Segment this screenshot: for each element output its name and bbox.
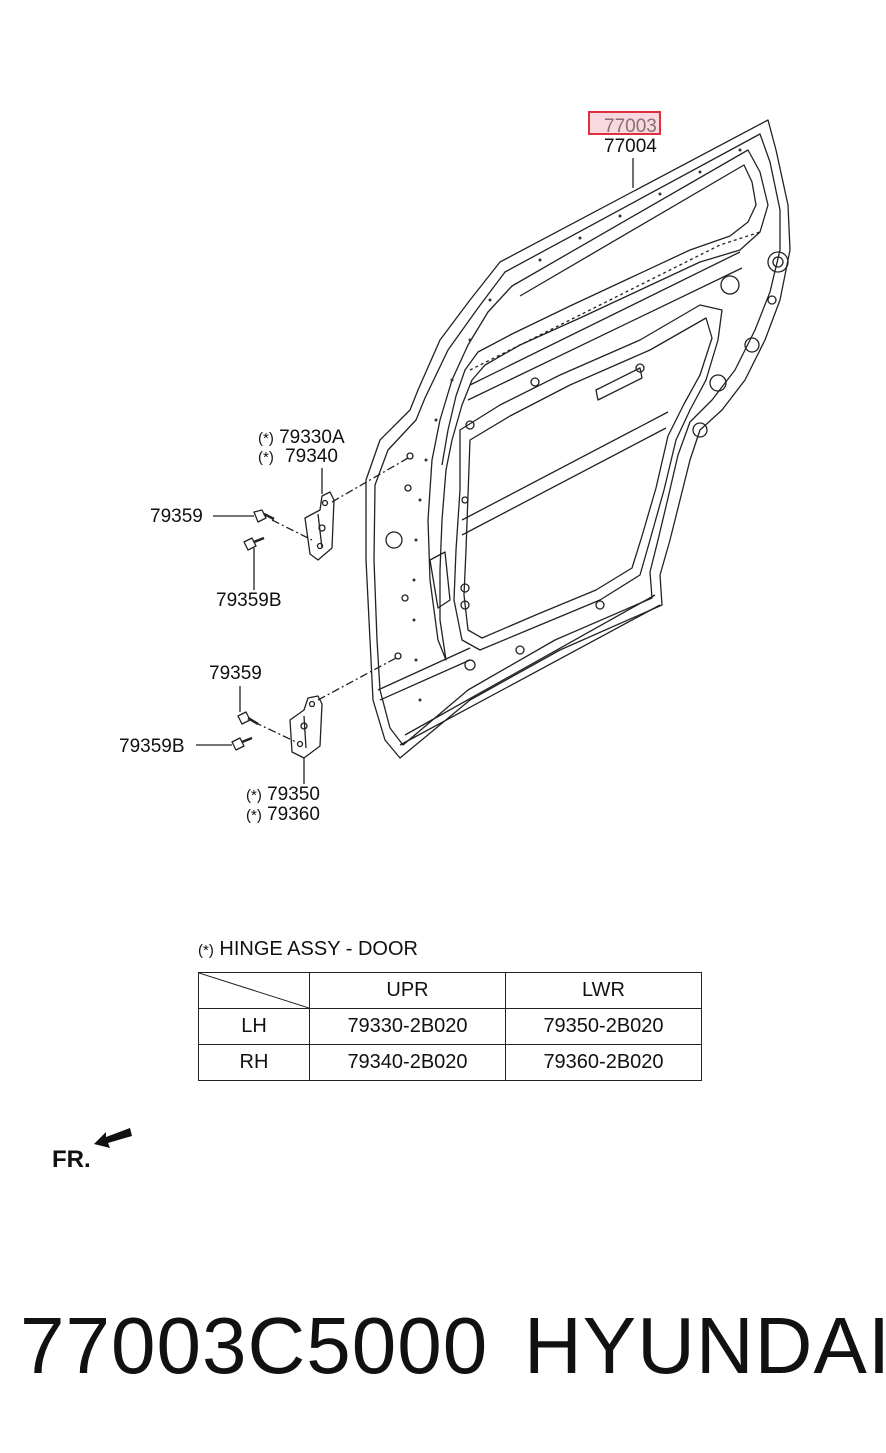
callout-79330A: 79330A [279,427,345,448]
door-outer-outline [365,119,791,759]
cell-lh-upr: 79330-2B020 [309,1008,506,1045]
table-row: RH 79340-2B020 79360-2B020 [198,1044,702,1081]
star-mark: (*) [258,430,274,447]
upper-bolt-a [253,509,275,523]
table-header-row: UPR LWR [198,972,702,1009]
hinge-table-title: (*) HINGE ASSY - DOOR [198,938,418,961]
part-number: 77003C5000 [20,1301,489,1390]
front-arrow-icon [94,1128,132,1148]
col-header-lwr: LWR [505,972,702,1009]
window-frame [427,149,769,661]
col-header-upr: UPR [309,972,506,1009]
hinge-table-title-text: HINGE ASSY - DOOR [219,938,418,960]
table-row: LH 79330-2B020 79350-2B020 [198,1008,702,1045]
callout-upr-bolt-a: 79359 [150,506,203,527]
panel-callout-highlight [588,111,661,135]
hinge-assy-table: UPR LWR LH 79330-2B020 79350-2B020 RH 79… [198,972,702,1081]
upper-bolt-b [243,536,265,551]
row-side-lh: LH [198,1008,310,1045]
star-mark: (*) [198,942,214,959]
panel-callout-77003: 77003 [604,116,657,137]
callout-lwr-hinge-rh: (*) 79360 [246,805,320,826]
lower-hinge [289,695,323,759]
row-side-rh: RH [198,1044,310,1081]
door-panel-diagram [196,119,791,784]
star-mark: (*) [258,449,274,466]
cell-rh-lwr: 79360-2B020 [505,1044,702,1081]
callout-79360: 79360 [267,804,320,825]
callout-lwr-hinge-lh: (*) 79350 [246,785,320,806]
callout-upr-bolt-b: 79359B [216,590,282,611]
star-mark: (*) [246,807,262,824]
callout-upr-hinge-rh: (*) 79340 [258,447,338,468]
brand-name: HYUNDAI [524,1301,886,1390]
panel-callout-77004: 77004 [604,136,657,157]
lower-bolt-b [231,736,253,751]
callout-lwr-bolt-a: 79359 [209,663,262,684]
cell-lh-lwr: 79350-2B020 [505,1008,702,1045]
star-mark: (*) [246,787,262,804]
callout-upr-hinge-lh: (*) 79330A [258,428,345,449]
callout-79340: 79340 [285,446,338,467]
lower-bolt-a [237,711,259,726]
front-indicator: FR. [52,1146,91,1173]
corner-diagonal [199,973,309,1008]
callout-79350: 79350 [267,784,320,805]
table-corner-cell [198,972,310,1009]
cell-rh-upr: 79340-2B020 [309,1044,506,1081]
upper-hinge [304,491,335,561]
callout-lwr-bolt-b: 79359B [119,736,185,757]
inner-cutout [453,304,723,651]
